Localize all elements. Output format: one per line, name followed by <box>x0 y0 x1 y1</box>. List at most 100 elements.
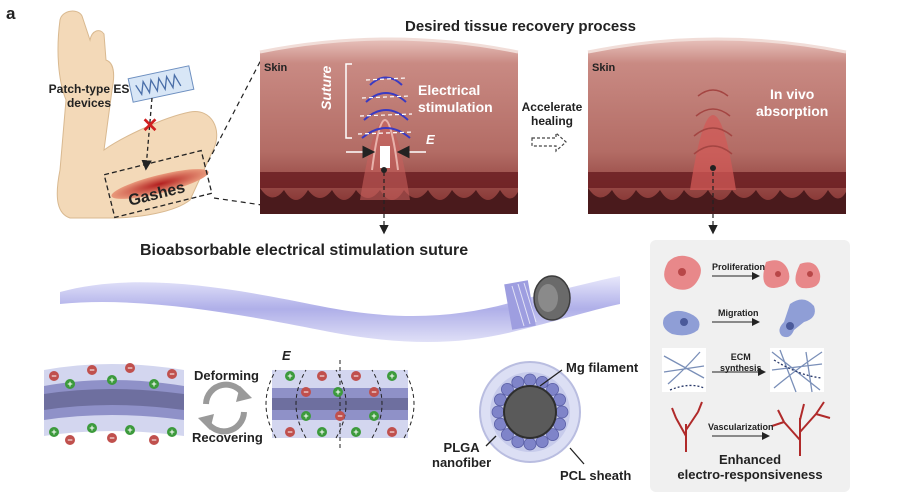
stim-line1: Electrical <box>418 82 481 98</box>
svg-text:−: − <box>169 369 174 379</box>
cycle-arrows-icon <box>198 381 252 435</box>
svg-text:−: − <box>337 411 342 421</box>
mg-filament-label: Mg filament <box>566 360 639 375</box>
suture-label: Suture <box>318 65 334 110</box>
ecm-line2: synthesis <box>720 363 762 373</box>
fiber-straight <box>44 364 184 436</box>
svg-text:−: − <box>319 371 324 381</box>
svg-text:−: − <box>89 365 94 375</box>
gash-highlight-box <box>103 149 213 219</box>
plga-pointer <box>485 435 497 447</box>
svg-text:−: − <box>353 371 358 381</box>
vascularization-label: Vascularization <box>708 422 774 432</box>
svg-text:+: + <box>389 371 394 381</box>
recovering-label: Recovering <box>192 430 263 445</box>
svg-text:+: + <box>335 387 340 397</box>
svg-text:+: + <box>371 411 376 421</box>
suture-fiber <box>60 275 620 342</box>
proliferation-label: Proliferation <box>712 262 766 272</box>
pcl-sheath-label: PCL sheath <box>560 468 632 483</box>
svg-text:+: + <box>89 423 94 433</box>
svg-text:+: + <box>319 427 324 437</box>
electrical-stimulation-label: Electrical stimulation <box>418 82 493 116</box>
svg-text:+: + <box>303 411 308 421</box>
field-label-bottom: E <box>282 348 291 363</box>
plga-nanofiber-beads <box>491 373 569 451</box>
nanofiber-bead <box>523 437 537 451</box>
svg-text:−: − <box>51 371 56 381</box>
ecm-fibers-icon <box>662 348 824 393</box>
svg-text:−: − <box>127 363 132 373</box>
mg-filament-core <box>503 385 557 439</box>
pcl-pointer <box>569 447 585 465</box>
patch-device-icon <box>127 65 195 103</box>
svg-text:−: − <box>389 427 394 437</box>
charge-markers-left: − − − − + + + + + + + − − − <box>49 363 177 445</box>
enhanced-label: Enhanced electro-responsiveness <box>660 452 840 482</box>
gash-wound <box>111 169 209 199</box>
plga-label: PLGA nanofiber <box>432 440 491 470</box>
svg-text:+: + <box>151 379 156 389</box>
ecm-label: ECM synthesis <box>720 352 762 374</box>
svg-text:−: − <box>371 387 376 397</box>
accelerate-line2: healing <box>530 114 573 128</box>
arm-illustration <box>56 10 218 219</box>
nanofiber-bead <box>523 373 537 387</box>
svg-text:+: + <box>109 375 114 385</box>
nanofiber-bead <box>546 382 559 396</box>
figure-title: Desired tissue recovery process <box>405 18 636 35</box>
migration-cells-icon <box>663 299 815 338</box>
svg-text:−: − <box>287 427 292 437</box>
accelerate-line1: Accelerate <box>521 100 583 114</box>
accelerate-label: Accelerate healing <box>520 100 584 128</box>
zoom-line-top <box>207 57 263 163</box>
svg-text:+: + <box>169 427 174 437</box>
proliferation-cells-icon <box>664 255 821 290</box>
migration-label: Migration <box>718 308 759 318</box>
svg-text:+: + <box>287 371 292 381</box>
nanofiber-bead <box>555 405 569 419</box>
charge-markers-right: + − − + − + − + − + − + + − <box>285 371 397 437</box>
nanofiber-bead <box>546 428 559 442</box>
device-label: Patch-type ES devices <box>44 82 134 110</box>
skin-label-right: Skin <box>592 62 616 74</box>
wound-block-left <box>259 37 519 214</box>
vascular-vessels-icon <box>671 401 831 456</box>
cross-section-diagram <box>479 361 585 465</box>
panel-label: a <box>6 4 16 23</box>
zoom-line-bottom <box>213 197 263 206</box>
svg-text:−: − <box>67 435 72 445</box>
enhanced-line2: electro-responsiveness <box>677 467 823 482</box>
ecm-line1: ECM <box>730 352 751 362</box>
device-label-line2: devices <box>66 96 112 110</box>
svg-text:−: − <box>151 435 156 445</box>
nanofiber-bead <box>500 382 514 396</box>
svg-text:+: + <box>67 379 72 389</box>
absorption-label: In vivo absorption <box>756 86 828 120</box>
enhanced-line1: Enhanced <box>718 452 782 467</box>
absorb-line2: absorption <box>756 103 829 119</box>
fiber-deformed <box>265 360 415 450</box>
mg-pointer <box>539 369 563 387</box>
suture-title: Bioabsorbable electrical stimulation sut… <box>140 242 469 259</box>
nanofiber-bead <box>500 428 514 442</box>
plga-line2: nanofiber <box>432 455 492 470</box>
svg-text:−: − <box>109 433 114 443</box>
wound-block-right <box>587 37 847 214</box>
skin-label-left: Skin <box>264 62 288 74</box>
field-label-top: E <box>426 132 435 147</box>
device-label-line1: Patch-type ES <box>48 82 130 96</box>
cross-mark-icon: ✕ <box>142 115 159 137</box>
svg-text:+: + <box>51 427 56 437</box>
stim-line2: stimulation <box>418 99 493 115</box>
deforming-label: Deforming <box>194 368 259 383</box>
svg-text:+: + <box>127 425 132 435</box>
plga-line1: PLGA <box>443 440 480 455</box>
accelerate-arrow-icon <box>531 131 567 153</box>
svg-text:+: + <box>353 427 358 437</box>
svg-text:−: − <box>303 387 308 397</box>
absorb-line1: In vivo <box>769 86 815 102</box>
nanofiber-bead <box>491 405 505 419</box>
device-arrow <box>141 97 153 171</box>
